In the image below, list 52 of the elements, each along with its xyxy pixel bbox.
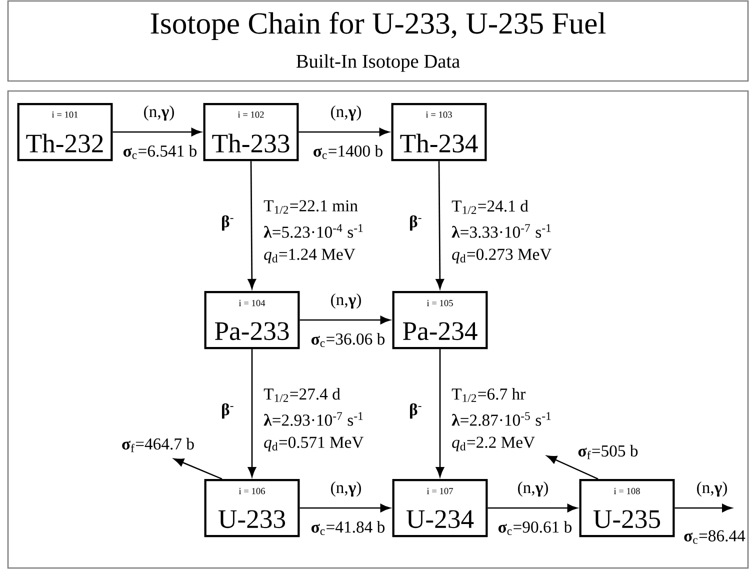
arrow — [300, 316, 390, 324]
edge-label: (n,γ) — [328, 480, 364, 498]
arrow — [300, 504, 390, 512]
isotope-box: i = 107 U-234 — [392, 478, 488, 538]
isotope-box: i = 105 Pa-234 — [392, 290, 488, 350]
decay-data: q$_{d}$=0.571 MeV — [264, 436, 364, 452]
arrow — [436, 161, 444, 289]
edge-label: β$^{-}$ — [408, 402, 424, 420]
decay-data: T$_{1/2}$=24.1 d — [452, 200, 528, 214]
edge-label: β$^{-}$ — [220, 402, 236, 420]
isotope-box: i = 101 Th-232 — [17, 102, 113, 162]
edge-label: β$^{-}$ — [220, 214, 236, 232]
subtitle: Built-In Isotope Data — [296, 54, 460, 72]
decay-data: λ=5.23·10$^{-4}$ s$^{-1}$ — [264, 224, 363, 238]
arrow — [674, 504, 732, 512]
edge-label: (n,γ) — [328, 104, 364, 122]
edge-label: (n,γ) — [694, 480, 730, 498]
arrow — [488, 504, 578, 512]
isotope-box: i = 103 Th-234 — [391, 102, 487, 162]
cross-section-label: σ$_{c}$=1400 b — [314, 144, 382, 160]
decay-data: λ=3.33·10$^{-7}$ s$^{-1}$ — [452, 224, 551, 238]
edge-label: β$^{-}$ — [408, 214, 424, 232]
cross-section-label: σ$_{c}$=86.44 — [684, 530, 746, 544]
edge-label: (n,γ) — [516, 480, 550, 498]
arrow — [298, 128, 390, 136]
cross-section-label: σ$_{c}$=36.06 b — [311, 332, 385, 348]
edge-label: σ$_{f}$=505 b — [576, 444, 640, 460]
cross-section-label: σ$_{c}$=90.61 b — [498, 520, 572, 536]
decay-data: T$_{1/2}$=22.1 min — [264, 200, 358, 214]
arrow — [174, 458, 222, 480]
isotope-box: i = 108 U-235 — [579, 478, 675, 538]
decay-data: λ=2.87·10$^{-5}$ s$^{-1}$ — [452, 412, 551, 426]
title: Isotope Chain for U-233, U-235 Fuel — [150, 12, 606, 40]
decay-data: q$_{d}$=0.273 MeV — [452, 248, 552, 264]
arrow — [546, 455, 598, 480]
arrow — [248, 349, 256, 477]
cross-section-label: σ$_{c}$=41.84 b — [311, 520, 385, 536]
edge-label: (n,γ) — [142, 104, 176, 122]
decay-data: q$_{d}$=2.2 MeV — [452, 436, 535, 452]
isotope-box: i = 104 Pa-233 — [204, 290, 300, 350]
arrow — [248, 161, 256, 289]
decay-data: q$_{d}$=1.24 MeV — [264, 248, 356, 264]
cross-section-label: σ$_{c}$=6.541 b — [123, 144, 197, 160]
edge-label: (n,γ) — [328, 292, 364, 310]
arrow — [436, 349, 444, 477]
decay-data: T$_{1/2}$=27.4 d — [264, 388, 340, 402]
decay-data: T$_{1/2}$=6.7 hr — [452, 388, 526, 402]
decay-data: λ=2.93·10$^{-7}$ s$^{-1}$ — [264, 412, 363, 426]
edge-label: σ$_{f}$=464.7 b — [120, 436, 196, 454]
isotope-box: i = 102 Th-233 — [203, 102, 299, 162]
isotope-box: i = 106 U-233 — [204, 478, 300, 538]
arrow — [112, 128, 202, 136]
